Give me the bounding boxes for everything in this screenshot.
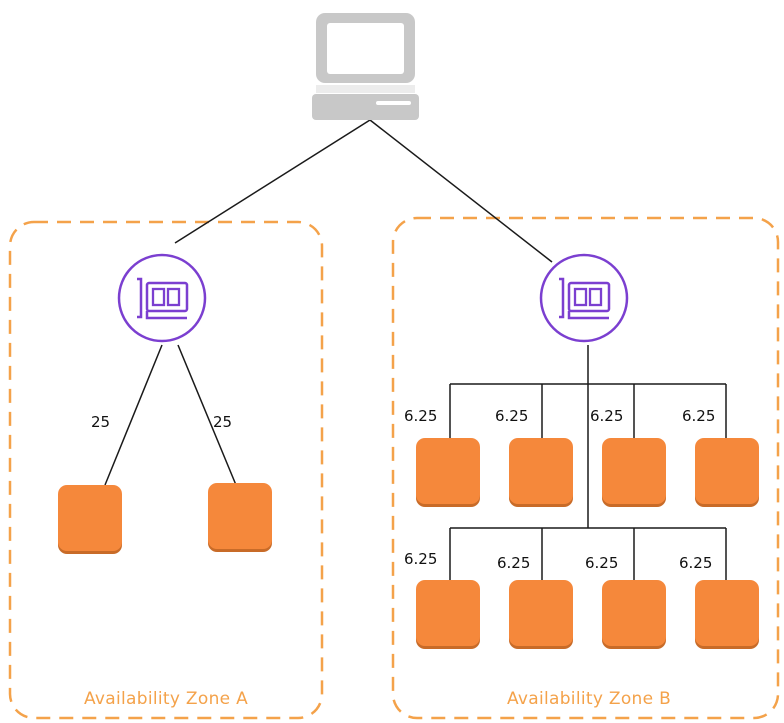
- weight-label: 25: [91, 413, 110, 431]
- weight-label: 6.25: [682, 407, 715, 425]
- availability-zone-b-label: Availability Zone B: [507, 689, 671, 709]
- weight-label: 6.25: [404, 550, 437, 568]
- client-to-lb-b-line: [369, 119, 553, 263]
- client-to-lb-a-line: [174, 119, 371, 244]
- load-balancer-icon: [117, 253, 207, 343]
- availability-zone-a-box: [8, 220, 324, 720]
- connection-lines: [104, 119, 727, 580]
- ec2-instance-icon: [695, 580, 759, 649]
- ec2-instance-icon: [602, 438, 666, 507]
- weight-label: 6.25: [495, 407, 528, 425]
- ec2-instance-icon: [416, 438, 480, 507]
- weight-label: 6.25: [590, 407, 623, 425]
- weight-label: 6.25: [497, 554, 530, 572]
- ec2-instance-icon: [695, 438, 759, 507]
- ec2-instance-icon: [509, 438, 573, 507]
- lb-a-to-instance-2-line: [177, 344, 237, 486]
- ec2-instance-icon: [416, 580, 480, 649]
- ec2-instance-icon: [509, 580, 573, 649]
- desktop-computer-icon: [312, 13, 419, 120]
- ec2-instance-icon: [58, 485, 122, 554]
- load-balancer-icon: [539, 253, 629, 343]
- weight-label: 6.25: [585, 554, 618, 572]
- ec2-instance-icon: [602, 580, 666, 649]
- weight-label: 25: [213, 413, 232, 431]
- weight-label: 6.25: [679, 554, 712, 572]
- availability-zone-a-label: Availability Zone A: [84, 689, 248, 709]
- weight-label: 6.25: [404, 407, 437, 425]
- availability-zone-b-box: [391, 216, 780, 720]
- ec2-instance-icon: [208, 483, 272, 552]
- lb-a-to-instance-1-line: [104, 344, 163, 486]
